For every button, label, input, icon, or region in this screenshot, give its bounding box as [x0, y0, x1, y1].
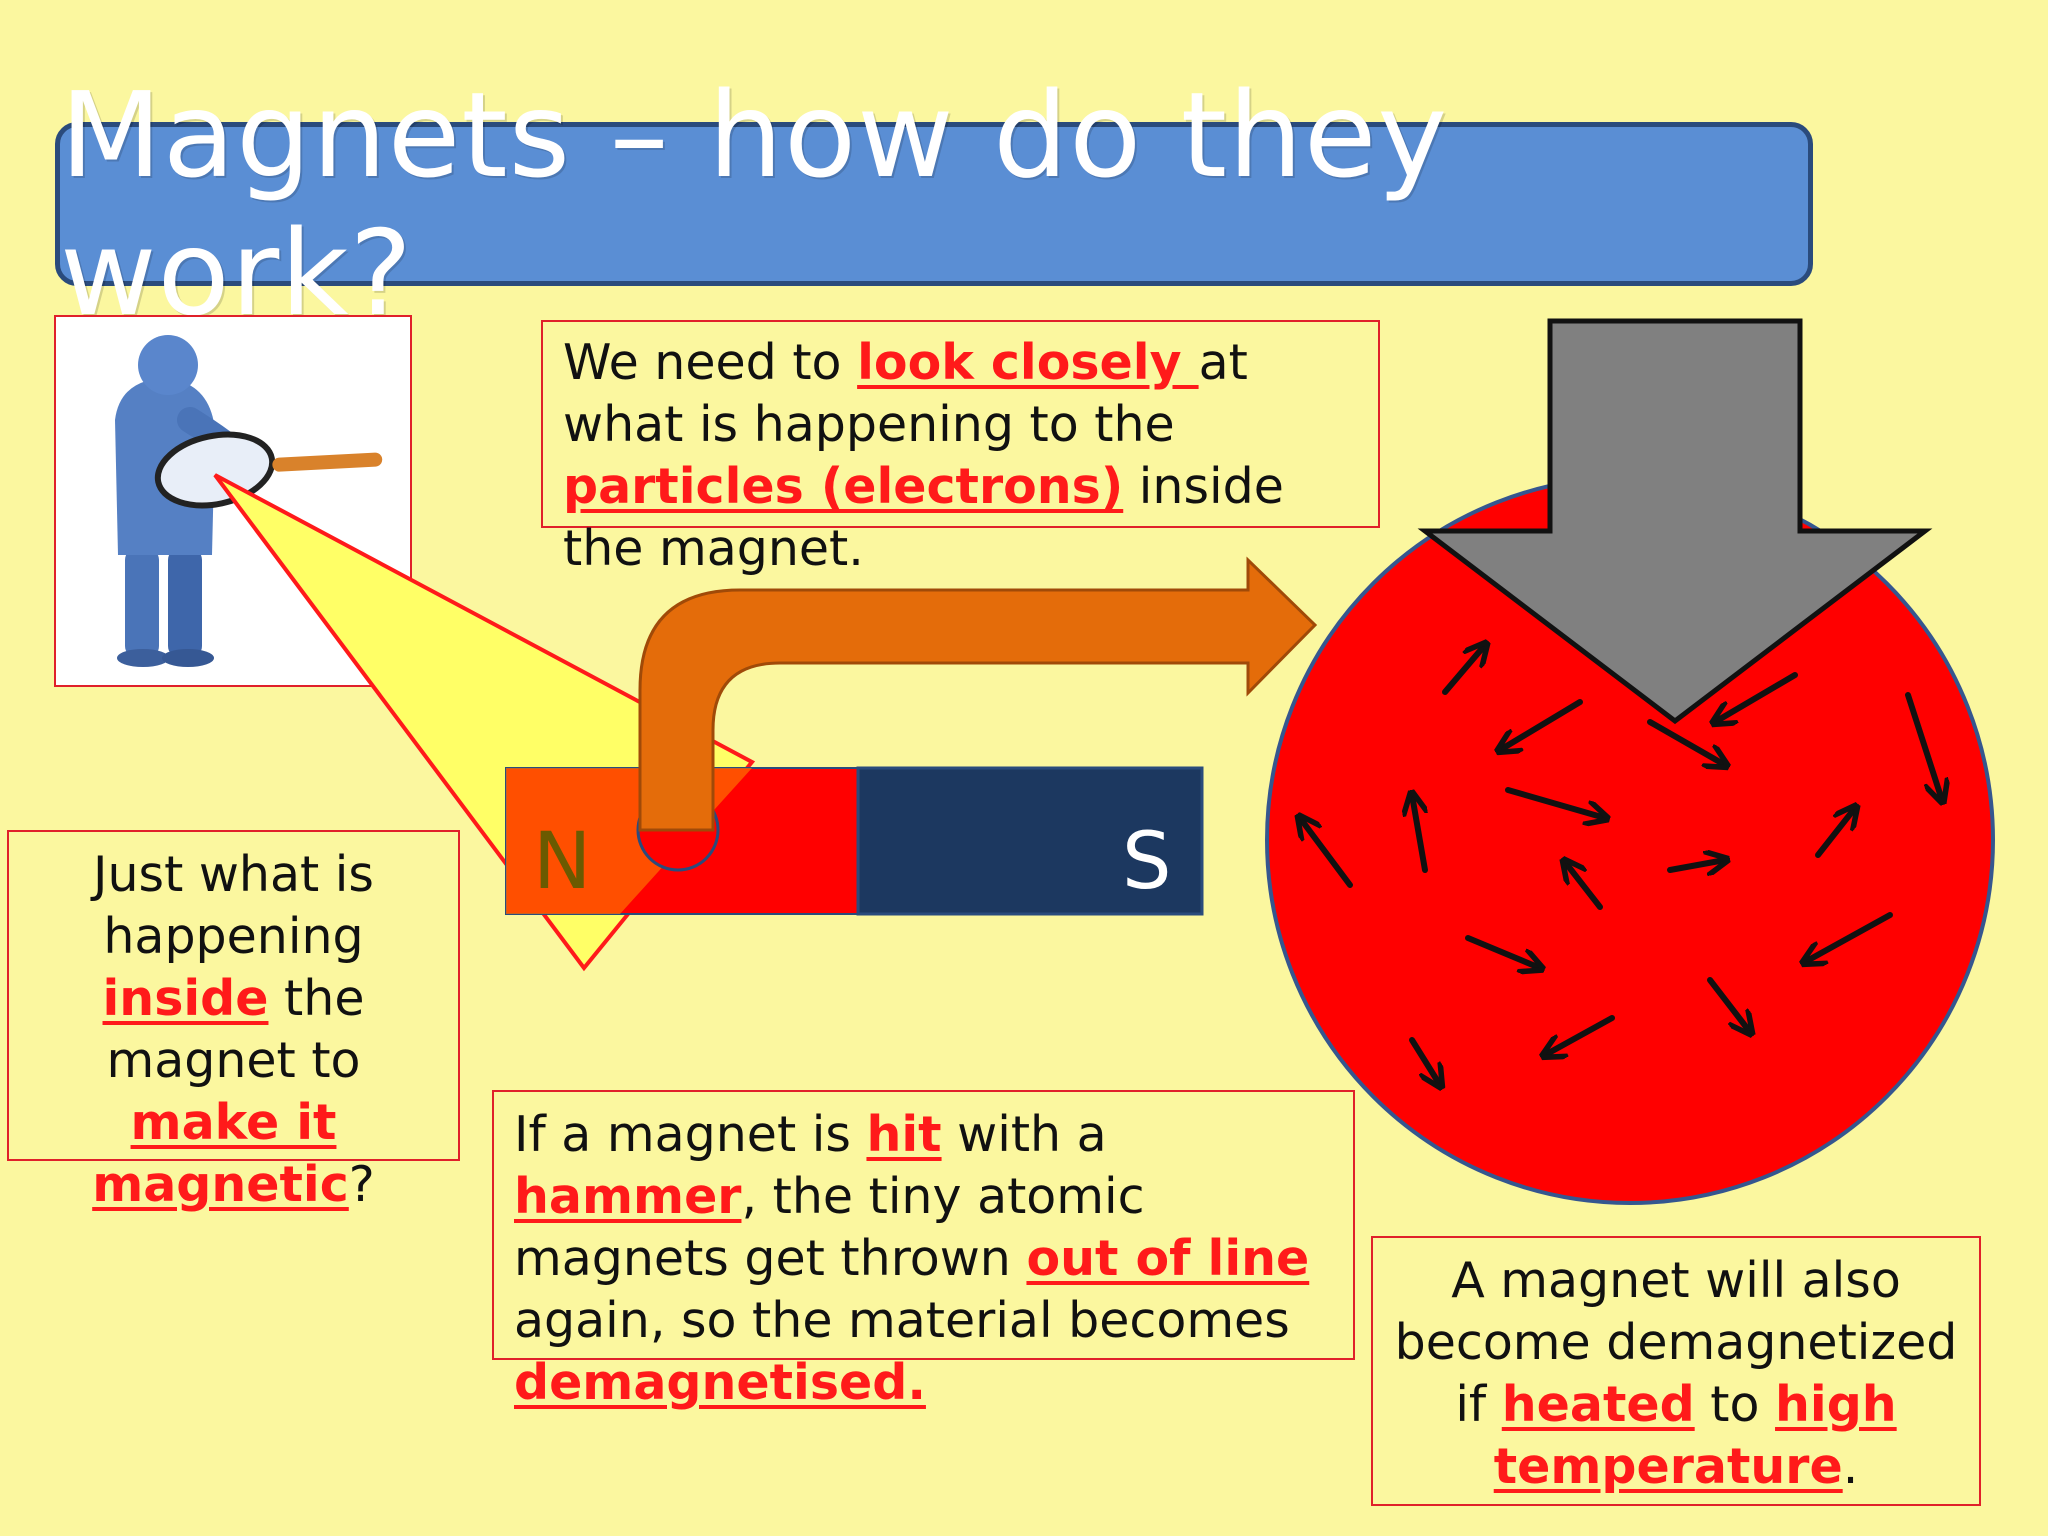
atomic-arrow-icon	[1715, 672, 1798, 722]
atomic-arrow-icon	[1505, 787, 1605, 818]
body-text: .	[1842, 1438, 1859, 1495]
highlighted-term: make it magnetic	[92, 1094, 349, 1213]
heat-demagnetise-textbox: A magnet will also become demagnetized i…	[1371, 1236, 1981, 1506]
bar-magnet: N S	[505, 766, 1204, 916]
body-text: A magnet will also become demagnetized i…	[1394, 1252, 1958, 1433]
highlighted-term: high temperature	[1493, 1376, 1897, 1495]
atomic-arrow-icon	[1409, 1037, 1440, 1085]
magnet-south-label: S	[1122, 817, 1172, 907]
body-text: the magnet to	[106, 970, 365, 1089]
highlighted-term: hammer	[514, 1168, 742, 1225]
body-text: with a	[941, 1106, 1107, 1163]
atomic-arrow-icon	[1905, 692, 1942, 800]
atomic-arrow-icon	[1300, 818, 1353, 888]
highlighted-term: particles (electrons)	[563, 458, 1124, 515]
gray-down-arrow-icon	[1417, 318, 1933, 725]
atomic-arrow-icon	[1667, 860, 1725, 870]
body-text: inside the magnet.	[563, 458, 1284, 577]
atomic-arrows-group	[1300, 645, 1942, 1085]
body-text: at what is happening to the	[563, 334, 1248, 453]
body-text: If a magnet is	[514, 1106, 867, 1163]
atomic-arrow-icon	[1500, 699, 1583, 750]
atomic-arrow-icon	[1815, 808, 1855, 858]
magnet-north-label: N	[533, 817, 591, 907]
atomic-arrow-icon	[1442, 645, 1485, 695]
body-text: ?	[348, 1156, 375, 1213]
highlighted-term: heated	[1501, 1376, 1695, 1433]
atomic-arrow-icon	[1707, 977, 1750, 1032]
highlighted-term: look closely	[857, 334, 1199, 391]
atomic-arrow-icon	[1565, 862, 1603, 910]
inside-magnet-question-textbox: Just what is happening inside the magnet…	[7, 830, 460, 1213]
orange-bent-arrow-icon	[636, 556, 1318, 872]
body-text: to	[1694, 1376, 1776, 1433]
atomic-arrow-icon	[1545, 1015, 1615, 1055]
atomic-arrow-icon	[1805, 912, 1893, 962]
highlighted-term: hit	[866, 1106, 942, 1163]
body-text: We need to	[563, 334, 858, 391]
look-closely-textbox: We need to look closely at what is happe…	[541, 320, 1380, 577]
atomic-arrow-icon	[1465, 935, 1540, 968]
highlighted-term: inside	[102, 970, 269, 1027]
highlighted-term: demagnetised.	[514, 1354, 926, 1411]
body-text: , the tiny atomic magnets get thrown	[514, 1168, 1145, 1287]
body-text: again, so the material becomes	[514, 1292, 1290, 1349]
atomic-arrow-icon	[1647, 719, 1725, 765]
hammer-demagnetise-textbox: If a magnet is hit with a hammer, the ti…	[492, 1090, 1355, 1411]
body-text: Just what is happening	[93, 846, 374, 965]
highlighted-term: out of line	[1026, 1230, 1310, 1287]
atomic-arrow-icon	[1412, 795, 1428, 873]
